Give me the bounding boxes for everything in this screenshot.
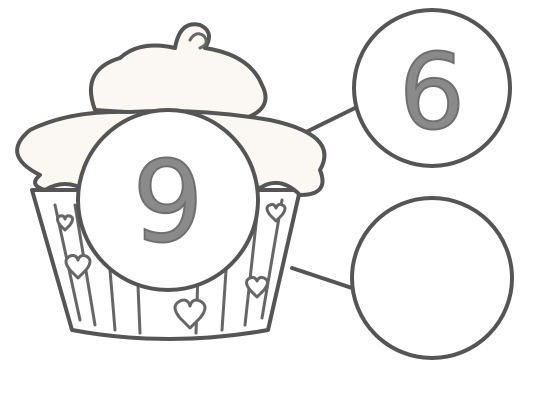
part-a-number-label: 6 (399, 31, 465, 153)
connector-line-bottom (292, 268, 358, 290)
whole-circle: 9 (78, 110, 258, 290)
part-circle-top: 6 (354, 10, 510, 166)
whole-number-label: 9 (132, 138, 203, 268)
part-circle-bottom[interactable] (352, 198, 512, 358)
